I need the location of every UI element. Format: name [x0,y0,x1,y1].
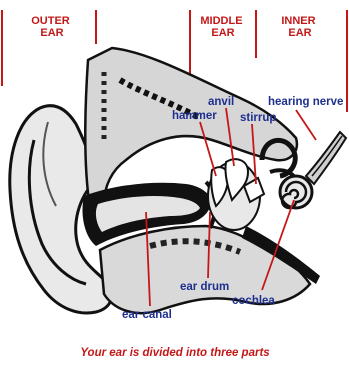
temporal-bone-lower [100,226,310,313]
stirrup-label: stirrup [240,112,276,124]
temporal-bone-upper [85,48,297,208]
ear-canal-label: ear canal [122,309,172,321]
anvil-label: anvil [208,96,234,108]
diagram-caption: Your ear is divided into three parts [80,347,269,359]
hearing-nerve-label: hearing nerve [268,96,343,108]
middle-ear-label: MIDDLE EAR [200,15,245,39]
inner-ear-label: INNER EAR [281,15,318,39]
cochlea-spiral [280,176,312,208]
hammer-label: hammer [172,110,217,122]
nerve-fiber [312,136,342,176]
outer-ear-label: OUTER EAR [31,15,73,39]
ear-illustration [10,48,346,313]
cochlea-label: cochlea [232,295,275,307]
ear-drum-label: ear drum [180,281,229,293]
hearing-nerve-pointer [296,110,316,140]
